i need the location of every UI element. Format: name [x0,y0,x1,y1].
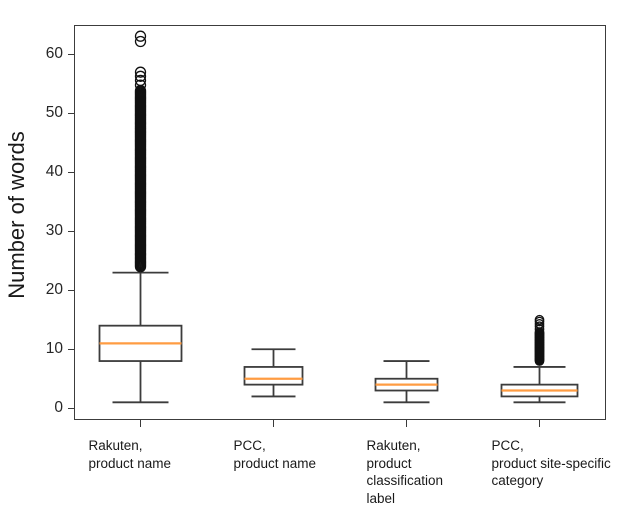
y-tick-label: 20 [20,281,63,299]
y-tick-label: 50 [20,104,63,122]
y-tick-mark [68,408,74,409]
x-tick-mark [273,420,274,427]
x-tick-label: Rakuten, product name [89,437,249,472]
x-tick-mark [539,420,540,427]
box-body [245,367,303,385]
y-tick-mark [68,54,74,55]
y-tick-label: 30 [20,222,63,240]
y-tick-mark [68,290,74,291]
x-tick-label: PCC, product site-specific category [492,437,640,490]
y-tick-mark [68,172,74,173]
y-tick-mark [68,231,74,232]
y-tick-label: 10 [20,340,63,358]
x-tick-mark [406,420,407,427]
x-tick-mark [140,420,141,427]
y-tick-label: 0 [20,399,63,417]
y-tick-label: 60 [20,45,63,63]
y-tick-label: 40 [20,163,63,181]
y-tick-mark [68,349,74,350]
y-tick-mark [68,113,74,114]
